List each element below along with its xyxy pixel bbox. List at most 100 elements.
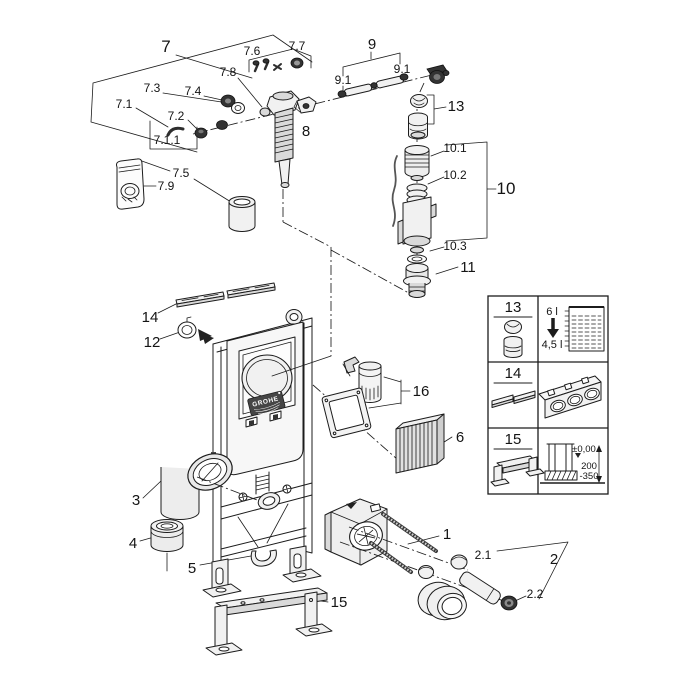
floor-bracket-15 (205, 587, 333, 656)
frame-foot (282, 545, 322, 583)
callout-7: 7 (161, 37, 170, 56)
callout-10: 10 (497, 179, 516, 198)
panel-num-14: 14 (505, 365, 522, 382)
callout-8: 8 (302, 123, 310, 140)
grohe-badge: GROHE (247, 390, 286, 416)
seal-packet-7-9 (116, 158, 145, 210)
fixing-screw (238, 492, 248, 502)
callout-9-1: 9.1 (394, 62, 411, 76)
flush-bend-3 (160, 453, 233, 520)
sound-insulation-strips (175, 282, 276, 308)
callout-3: 3 (132, 492, 140, 509)
callout-7-8: 7.8 (220, 65, 237, 79)
callout-10-2: 10.2 (443, 168, 467, 182)
shank-washer (231, 102, 245, 114)
screw-set-7-6 (252, 58, 282, 73)
callout-2-1: 2.1 (475, 548, 492, 562)
callout-labels: 7 7.6 7.7 7.8 7.3 7.4 7.1 7.2 7.1.1 7.5 … (116, 36, 599, 611)
mounting-plate (321, 387, 372, 439)
flush-volume-reduced: 4,5 l (542, 339, 563, 351)
callout-11: 11 (460, 259, 476, 276)
panel-num-15: 15 (505, 431, 522, 448)
cover-cap (450, 554, 468, 570)
wall-anchor-12 (177, 316, 212, 341)
threaded-rods-1 (369, 512, 438, 574)
callout-6: 6 (456, 429, 464, 446)
anchor-bolt (198, 329, 212, 341)
fill-valve-assembly (116, 57, 317, 232)
mounting-clip-8 (293, 96, 317, 114)
fastening-clip (245, 416, 258, 428)
callout-15: 15 (331, 594, 348, 611)
panel-num-13: 13 (505, 299, 522, 316)
callout-9: 9 (368, 36, 376, 53)
angle-valve (426, 64, 450, 84)
flush-valve-assembly (391, 145, 437, 298)
panel-row-15 (490, 443, 605, 487)
panel-row-14 (491, 375, 602, 419)
callout-7-6: 7.6 (244, 44, 261, 58)
cone-seal (216, 120, 228, 130)
valve-body-10-2 (391, 155, 437, 247)
connection-sleeve-4 (150, 519, 184, 552)
flush-pipe-internal (255, 471, 281, 510)
flush-volume-diagram (547, 306, 605, 352)
callout-7-2: 7.2 (168, 109, 185, 123)
cross-key (273, 63, 282, 71)
frame-foot (202, 558, 242, 598)
callout-2-2: 2.2 (527, 587, 544, 601)
callout-1: 1 (443, 526, 451, 543)
callout-7-9: 7.9 (158, 179, 175, 193)
install-level-zero: ±0,00 (572, 444, 596, 455)
level-mark-icon (575, 453, 581, 458)
pipe-clip-5 (250, 549, 277, 567)
nut-7-7 (290, 57, 304, 69)
protection-box-6 (395, 413, 445, 474)
callout-10-3: 10.3 (443, 239, 467, 253)
callout-5: 5 (188, 560, 196, 577)
bracket-arrow (346, 502, 357, 509)
fastening-clip (269, 410, 282, 422)
retaining-hook (166, 126, 185, 137)
callout-7-1: 7.1 (116, 97, 133, 111)
cover-cap (418, 565, 434, 579)
cistern: GROHE (226, 321, 332, 476)
valve-cup (228, 196, 256, 232)
outlet-fitting-11 (403, 263, 431, 298)
callout-16: 16 (413, 383, 430, 400)
callout-9-1: 9.1 (335, 73, 352, 87)
flanged-sleeve (417, 581, 467, 621)
float-cup-10-1 (404, 145, 430, 178)
supply-hose-assembly (337, 64, 450, 98)
callout-13: 13 (448, 98, 465, 115)
callout-2: 2 (550, 551, 558, 568)
hose-connector (337, 90, 347, 98)
fitting-set-2 (417, 554, 518, 621)
wall-outlet-bracket (324, 498, 388, 566)
flush-volume-full: 6 l (546, 306, 558, 318)
callout-7-3: 7.3 (144, 81, 161, 95)
strip-icon (491, 390, 536, 408)
down-arrow-icon (547, 329, 559, 338)
callout-7-1-1: 7.1.1 (154, 133, 181, 147)
flush-pipe-set-16 (321, 356, 382, 439)
frame-assembly: GROHE (202, 309, 332, 598)
hose-connector (399, 73, 409, 81)
spacer-pipe (459, 571, 501, 605)
install-depth-max: -350 (579, 471, 598, 482)
inlet-fitting (259, 107, 271, 117)
valve-seat-13 (408, 94, 428, 140)
callout-7-5: 7.5 (173, 166, 190, 180)
clamp (342, 356, 360, 377)
bracket-with-cups-icon (538, 375, 602, 419)
callout-4: 4 (129, 535, 137, 552)
info-panel (487, 295, 609, 495)
hose-connector (370, 82, 378, 89)
seal-ring-2-2 (500, 595, 518, 611)
seal-set-10-3 (407, 246, 427, 264)
callout-7-7: 7.7 (289, 39, 306, 53)
fixing-screw (282, 484, 292, 494)
panel-row-13 (493, 306, 605, 358)
overflow-wire (391, 155, 398, 227)
